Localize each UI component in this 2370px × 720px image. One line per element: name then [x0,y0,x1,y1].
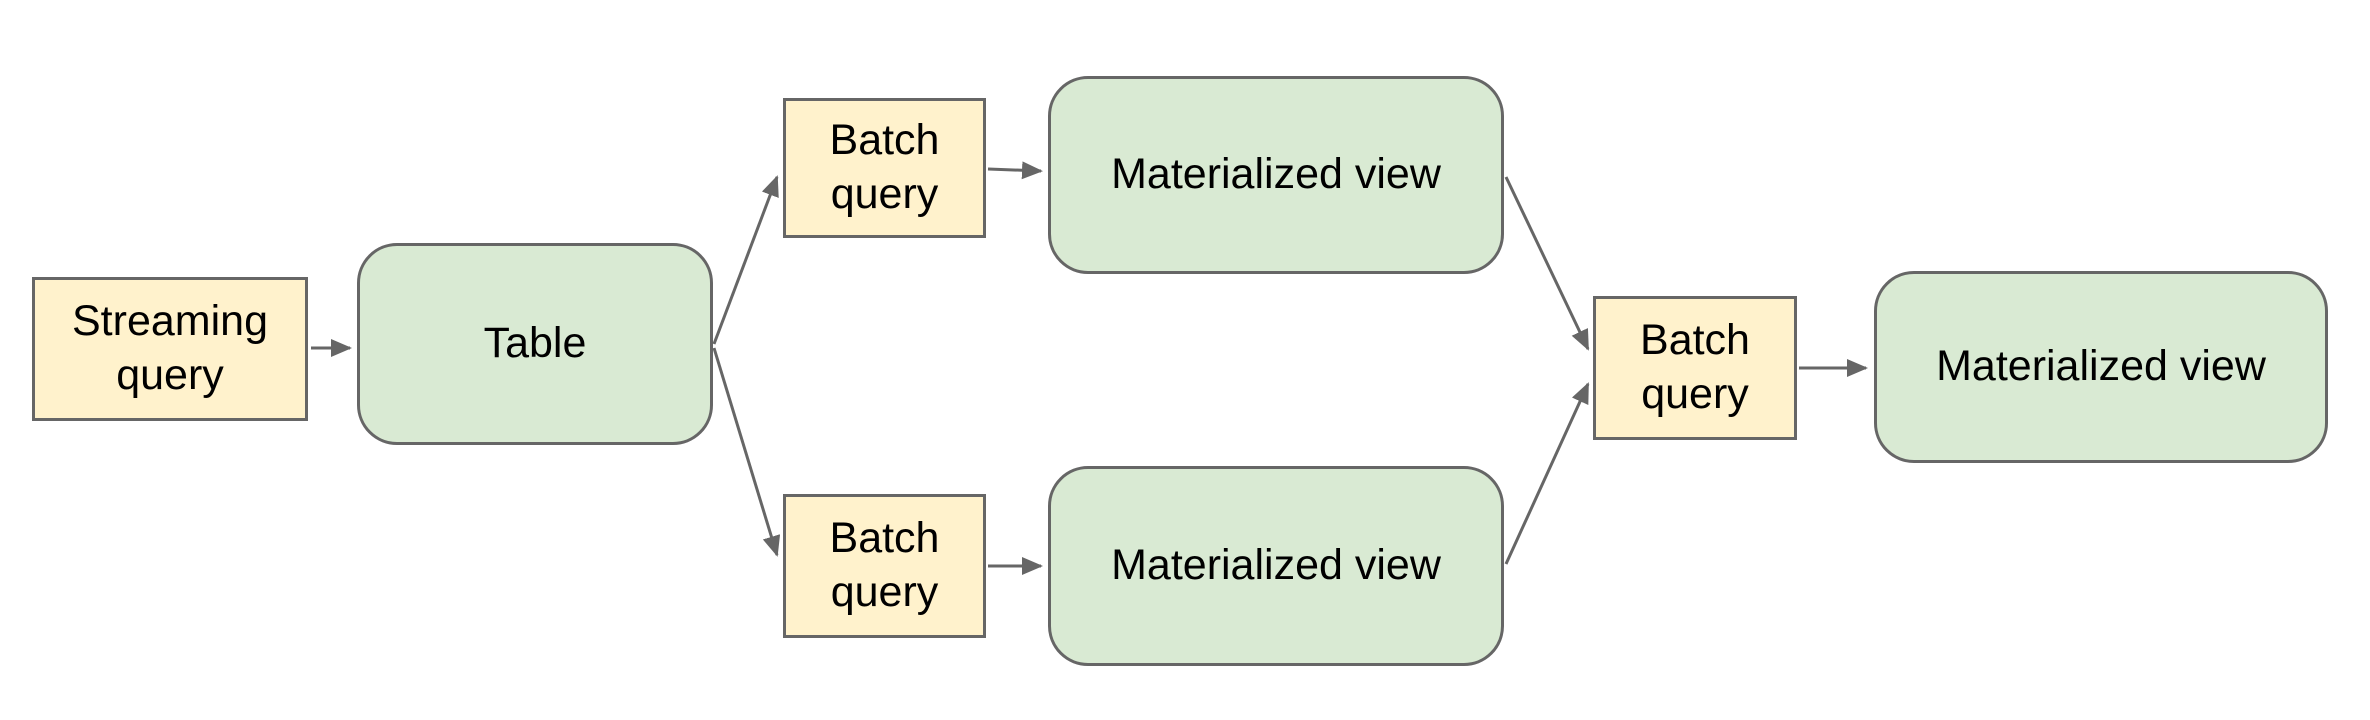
edge-materialized-view-top-to-batch-query-final [1504,176,1590,351]
node-batch-query-final: Batch query [1593,296,1797,440]
edge-table-to-batch-query-bottom [712,347,781,557]
edge-table-to-batch-query-top [712,175,779,345]
node-materialized-view-final-label: Materialized view [1936,342,2266,391]
node-materialized-view-bottom: Materialized view [1048,466,1504,666]
node-streaming-query-label: Streaming query [72,297,268,399]
node-batch-query-bottom: Batch query [783,494,986,638]
node-batch-query-bottom-label: Batch query [829,514,940,616]
node-streaming-query: Streaming query [32,277,308,421]
node-batch-query-top-label: Batch query [829,116,940,218]
node-materialized-view-bottom-label: Materialized view [1111,541,1441,590]
node-table-label: Table [483,319,587,368]
edge-materialized-view-bottom-to-batch-query-final [1504,382,1590,565]
node-materialized-view-top: Materialized view [1048,76,1504,274]
node-batch-query-final-label: Batch query [1640,316,1750,418]
node-materialized-view-final: Materialized view [1874,271,2328,463]
node-batch-query-top: Batch query [783,98,986,238]
node-materialized-view-top-label: Materialized view [1111,150,1441,199]
edge-batch-query-top-to-materialized-view-top [987,161,1043,180]
node-table: Table [357,243,713,445]
